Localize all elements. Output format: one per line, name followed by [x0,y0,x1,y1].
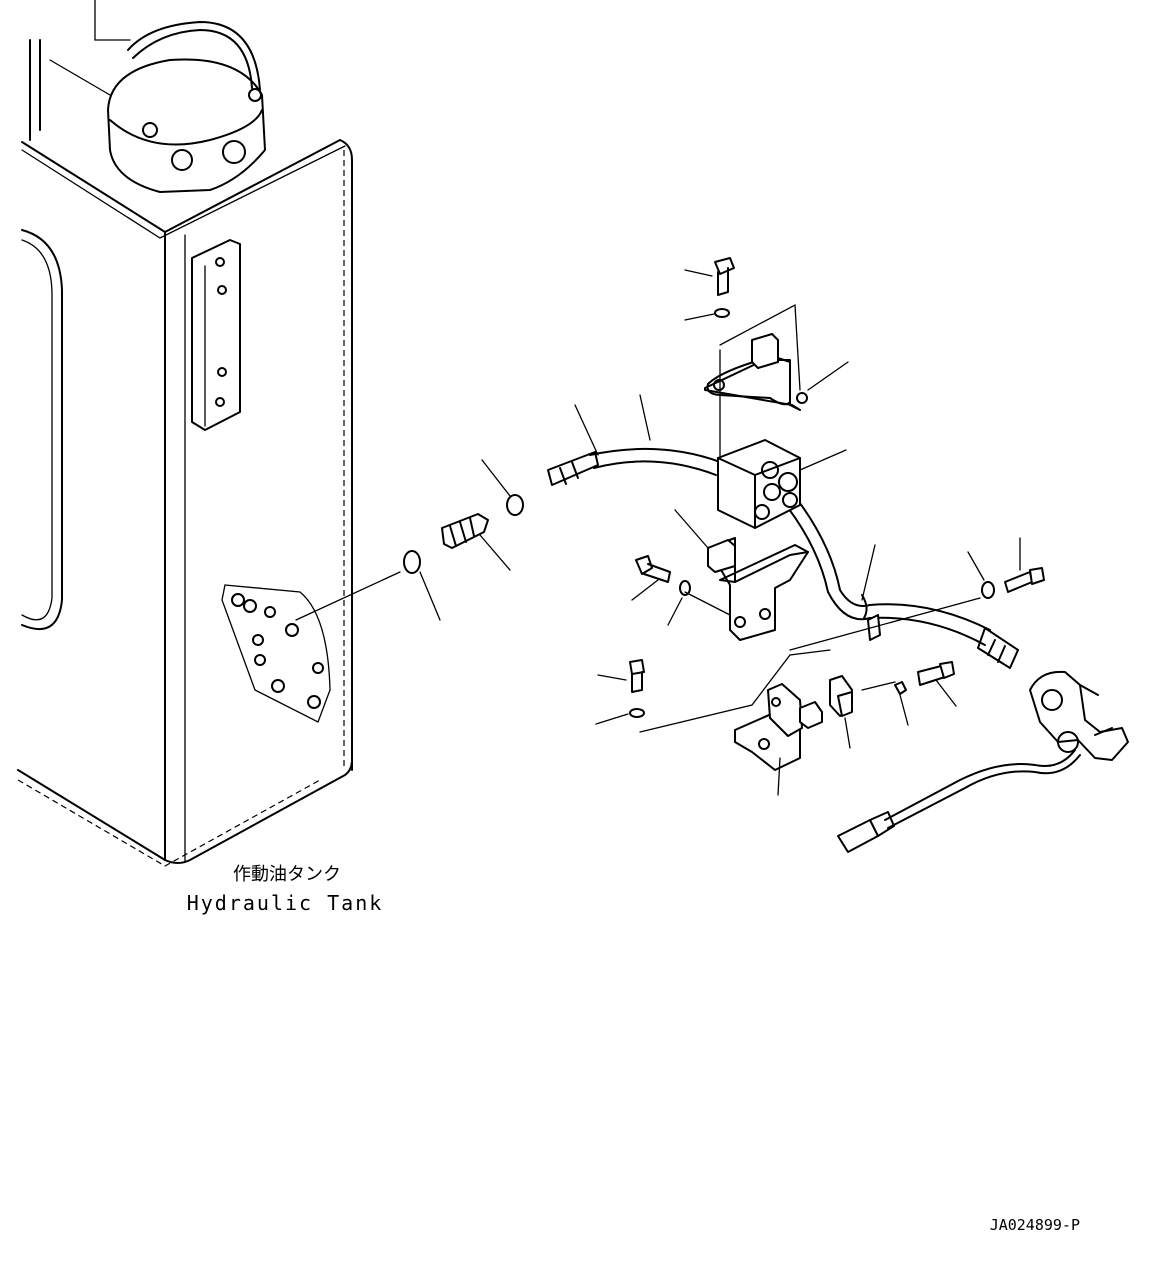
o-ring-b [481,459,524,516]
bolt-upper [684,257,735,321]
drawing-code: JA024899-P [990,1216,1080,1234]
clamp-block [717,439,847,529]
tank-label-jp: 作動油タンク [233,864,341,885]
clip-bottom [829,675,853,749]
o-ring-a [295,550,441,621]
bolt-right [789,537,1045,651]
elbow-adapter [441,513,511,571]
wire-harness [837,749,1081,853]
pressure-sensor [1029,670,1129,761]
tank-label-en: Hydraulic Tank [187,891,384,915]
hydraulic-tank [17,0,353,867]
tank-cap [29,0,266,193]
bolt-bottom-right [861,661,957,726]
flange-bolts [231,593,324,709]
bracket-lower [674,509,809,641]
bracket-upper [704,303,849,459]
bolt-bottom-left [595,659,645,725]
hose-assembly [547,394,1019,669]
bracket-bottom [639,649,831,796]
bolt-lower-left [631,555,691,626]
